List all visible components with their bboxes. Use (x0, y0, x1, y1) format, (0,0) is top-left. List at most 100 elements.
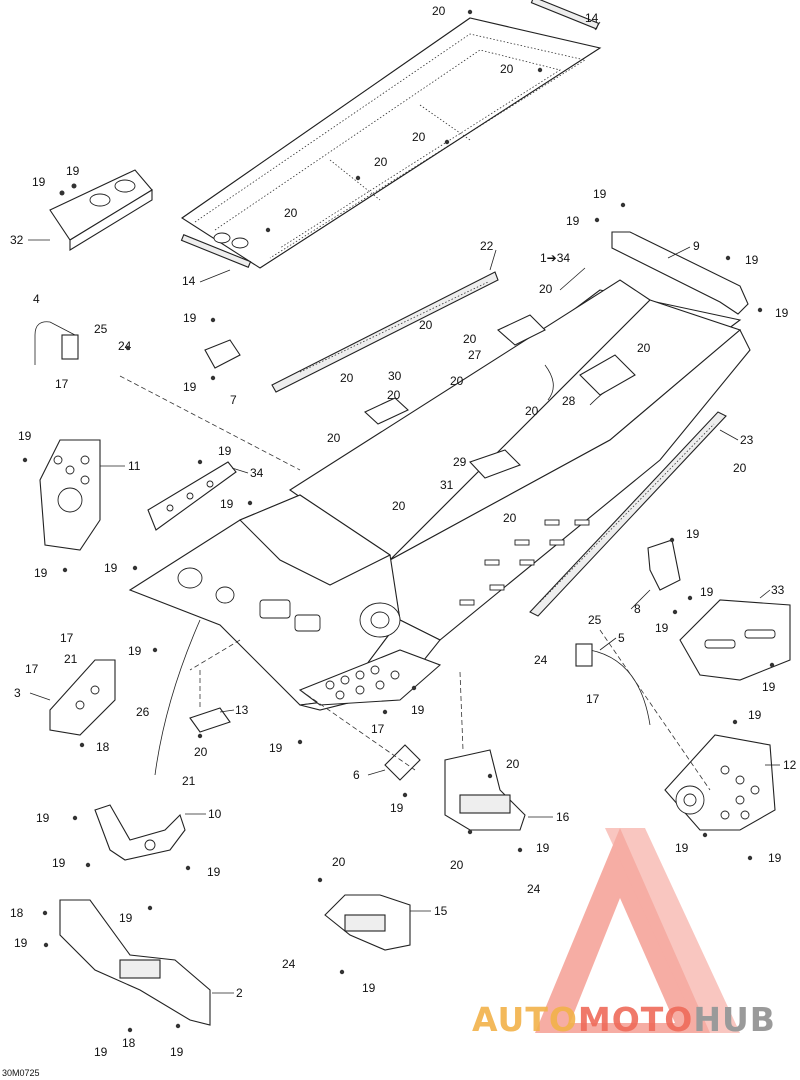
callout-20-1: 20 (432, 4, 446, 18)
callout-20-17: 20 (503, 511, 517, 525)
callout-17-b: 17 (60, 631, 74, 645)
callout-19-14: 19 (36, 811, 50, 825)
callout-19-7: 19 (218, 444, 232, 458)
part-10-support (94, 804, 186, 861)
callout-20-7: 20 (539, 282, 553, 296)
callout-32: 32 (10, 233, 24, 247)
callout-21-a: 21 (64, 652, 78, 666)
callout-20-5: 20 (284, 206, 298, 220)
callout-19-1: 19 (32, 175, 46, 189)
part-4-grab-handle (34, 321, 79, 365)
callout-34: 34 (250, 466, 264, 480)
callout-19-19: 19 (170, 1045, 184, 1059)
callout-24-d: 24 (282, 957, 296, 971)
callout-20-15: 20 (733, 461, 747, 475)
callout-14-top: 14 (585, 11, 599, 25)
part-8-bracket (647, 539, 681, 591)
part-22-rail (271, 271, 499, 393)
callout-17-a: 17 (55, 377, 69, 391)
diagram-code: 30M0725 (2, 1068, 40, 1078)
part-tunnel-cover (180, 0, 602, 269)
fastener-markers (22, 9, 775, 1033)
part-15-bracket (324, 894, 411, 951)
part-5-bar (575, 643, 651, 726)
part-32-bracket (49, 169, 153, 251)
callout-19-21: 19 (536, 841, 550, 855)
callout-22: 22 (480, 239, 494, 253)
callout-8: 8 (634, 602, 641, 616)
part-1-chassis (128, 279, 751, 711)
callout-19-26: 19 (686, 527, 700, 541)
callout-19-23: 19 (566, 214, 580, 228)
callout-19-20: 19 (362, 981, 376, 995)
callout-9: 9 (693, 239, 700, 253)
part-12-plate (664, 734, 776, 831)
callout-19-8: 19 (220, 497, 234, 511)
callout-5: 5 (618, 631, 625, 645)
leader-lines (119, 364, 711, 791)
callout-20-8: 20 (463, 332, 477, 346)
part-23-rail (529, 411, 727, 617)
callout-19-13: 19 (390, 801, 404, 815)
callout-19-17: 19 (119, 911, 133, 925)
callout-1: 1➔34 (540, 251, 570, 265)
callout-20-18: 20 (194, 745, 208, 759)
small-brackets (189, 314, 636, 781)
callout-25-b: 25 (588, 613, 602, 627)
callout-13: 13 (235, 703, 249, 717)
callout-17-d: 17 (371, 722, 385, 736)
callout-20-19: 20 (506, 757, 520, 771)
callout-18-a: 18 (96, 740, 110, 754)
callout-24-b: 24 (534, 653, 548, 667)
callout-19-2: 19 (66, 164, 80, 178)
callout-19-31: 19 (675, 841, 689, 855)
automotohub-logo (535, 828, 740, 1033)
callout-19-6: 19 (34, 566, 48, 580)
part-2-support (59, 899, 211, 1026)
part-33-guard (679, 599, 791, 681)
callout-19-5: 19 (18, 429, 32, 443)
callout-25-a: 25 (94, 322, 108, 336)
callout-4: 4 (33, 292, 40, 306)
callout-20-9: 20 (637, 341, 651, 355)
callout-16: 16 (556, 810, 570, 824)
callout-19-12: 19 (411, 703, 425, 717)
callout-20-4: 20 (374, 155, 388, 169)
part-3-bracket (49, 659, 116, 736)
callout-27: 27 (468, 348, 482, 362)
callout-19-11: 19 (269, 741, 283, 755)
callout-18-b: 18 (10, 906, 24, 920)
callout-31: 31 (440, 478, 454, 492)
callout-19-10: 19 (128, 644, 142, 658)
callout-21-b: 21 (182, 774, 196, 788)
callout-10: 10 (208, 807, 222, 821)
callout-20-11: 20 (450, 374, 464, 388)
callout-19-4: 19 (183, 380, 197, 394)
callout-19-32: 19 (768, 851, 782, 865)
callout-20-13: 20 (525, 404, 539, 418)
callout-30: 30 (388, 369, 402, 383)
part-34-bracket (147, 461, 237, 531)
part-11-plate (39, 439, 101, 551)
label-leaders (28, 21, 780, 994)
callout-28: 28 (562, 394, 576, 408)
callout-23: 23 (740, 433, 754, 447)
brand-wordmark: AUTOMOTOHUB (472, 1000, 776, 1039)
callout-20-16: 20 (392, 499, 406, 513)
callout-14-left: 14 (182, 274, 196, 288)
callout-26: 26 (136, 705, 150, 719)
callout-3: 3 (14, 686, 21, 700)
callout-15: 15 (434, 904, 448, 918)
callout-19-29: 19 (762, 680, 776, 694)
callout-19-24: 19 (745, 253, 759, 267)
callout-19-15: 19 (52, 856, 66, 870)
callout-11: 11 (128, 459, 141, 473)
part-16-bracket (444, 749, 526, 831)
callout-12: 12 (783, 758, 797, 772)
callout-2: 2 (236, 986, 243, 1000)
callout-20-21: 20 (332, 855, 346, 869)
callout-33: 33 (771, 583, 785, 597)
callout-20-6: 20 (419, 318, 433, 332)
callout-19-9: 19 (104, 561, 118, 575)
brand-part-moto: MOTO (577, 1000, 694, 1039)
